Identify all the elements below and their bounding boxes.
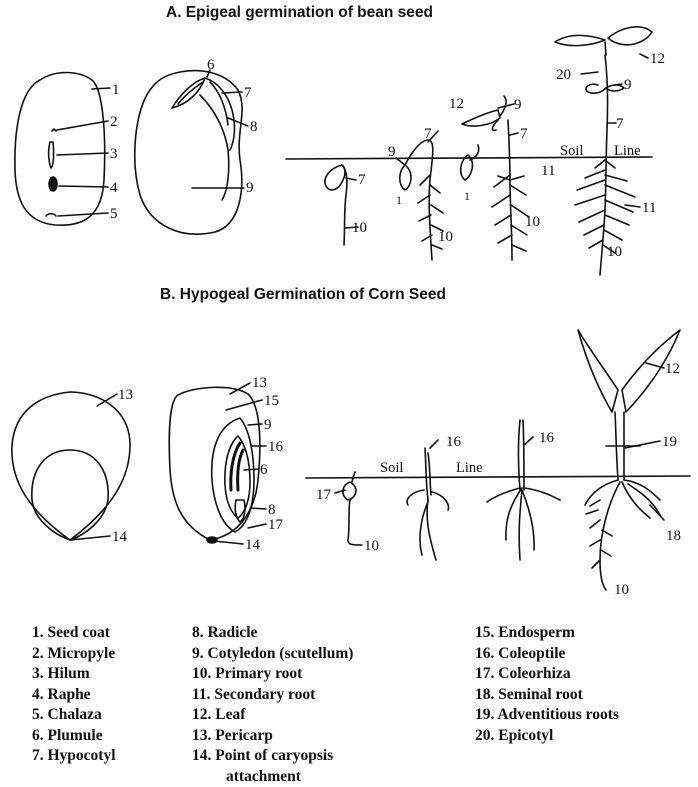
label-13-k1: 13 xyxy=(118,387,133,403)
labels-a: Soil Line 1 2 3 4 5 6 7 8 9 7 10 9 7 1 1… xyxy=(110,51,665,260)
label-16-k2: 16 xyxy=(268,439,284,455)
cotyledon-line xyxy=(200,95,229,200)
label-1-a: 1 xyxy=(112,82,120,98)
label-8-k2: 8 xyxy=(268,502,276,518)
label-16-c3: 16 xyxy=(539,430,555,446)
label-20-s4: 20 xyxy=(556,67,571,83)
label-soil-b: Soil xyxy=(380,460,403,476)
legend-item: 17. Coleorhiza xyxy=(475,664,619,685)
label-9-s4: 9 xyxy=(624,77,632,93)
label-19-c4: 19 xyxy=(662,434,677,450)
soil-line-a xyxy=(286,157,652,159)
corn-seedling-3 xyxy=(519,420,521,490)
germination-diagram: Soil Line 1 2 3 4 5 6 7 8 9 7 10 9 7 1 1… xyxy=(0,0,698,620)
label-line-a: Line xyxy=(614,143,641,159)
legend-item: 20. Epicotyl xyxy=(475,726,619,747)
legend-column-3: 15. Endosperm 16. Coleoptile 17. Coleorh… xyxy=(475,623,619,746)
label-2-a: 2 xyxy=(110,114,118,130)
label-10-s3: 10 xyxy=(525,214,540,230)
label-10-s4: 10 xyxy=(607,244,622,260)
label-10-s1: 10 xyxy=(352,220,367,236)
seedling-2 xyxy=(400,165,411,190)
legend-item: 5. Chalaza xyxy=(32,705,116,726)
legend-item: 14. Point of caryopsis xyxy=(192,746,353,767)
label-3-a: 3 xyxy=(110,146,118,162)
corn-kernel-internal xyxy=(169,387,260,540)
label-12-c4: 12 xyxy=(665,361,680,377)
legend-item: 1. Seed coat xyxy=(32,623,116,644)
legend-column-1: 1. Seed coat 2. Micropyle 3. Hilum 4. Ra… xyxy=(32,623,116,767)
label-4-a: 4 xyxy=(110,180,118,196)
legend-item: 11. Secondary root xyxy=(192,685,353,706)
label-17-k2: 17 xyxy=(268,517,284,533)
legend-item: 6. Plumule xyxy=(32,726,116,747)
label-line-b: Line xyxy=(456,460,483,476)
corn-seedling-4 xyxy=(578,330,618,412)
label-7-s4: 7 xyxy=(616,116,624,132)
label-1-s2: 1 xyxy=(396,193,402,207)
label-12-s3: 12 xyxy=(449,96,464,112)
label-9-s2: 9 xyxy=(388,144,396,160)
label-9-a: 9 xyxy=(246,180,254,196)
label-7-s2: 7 xyxy=(424,126,432,142)
label-11-s4: 11 xyxy=(642,200,656,216)
legend-item: 2. Micropyle xyxy=(32,644,116,665)
legend-item: 3. Hilum xyxy=(32,664,116,685)
soil-line-b xyxy=(306,476,690,478)
label-6-k2: 6 xyxy=(260,462,268,478)
legend-item-continuation: attachment xyxy=(192,767,353,787)
micropyle-mark xyxy=(52,129,56,131)
label-15-k2: 15 xyxy=(264,393,279,409)
legend-item: 15. Endosperm xyxy=(475,623,619,644)
corn-kernel-external xyxy=(12,392,130,540)
seedling-1 xyxy=(325,165,345,190)
label-6-a: 6 xyxy=(207,57,215,73)
corn-seedling-1 xyxy=(343,482,356,500)
labels-b: Soil Line 13 14 13 15 9 16 6 8 17 14 17 … xyxy=(112,361,681,598)
label-8-a: 8 xyxy=(250,119,258,135)
legend-item: 12. Leaf xyxy=(192,705,353,726)
label-18-c4: 18 xyxy=(666,528,681,544)
embryo-axis xyxy=(205,78,234,150)
legend-item: 8. Radicle xyxy=(192,623,353,644)
label-7-a: 7 xyxy=(244,85,252,101)
label-16-c2: 16 xyxy=(446,434,462,450)
bean-seed-external xyxy=(15,73,105,226)
label-1-s3: 1 xyxy=(464,189,470,203)
label-11-s3: 11 xyxy=(541,163,555,179)
legend-item: 18. Seminal root xyxy=(475,685,619,706)
label-7-s1: 7 xyxy=(358,172,366,188)
label-9-s3: 9 xyxy=(514,97,522,113)
label-10-s2: 10 xyxy=(438,229,453,245)
label-soil-a: Soil xyxy=(560,143,583,159)
legend-item: 16. Coleoptile xyxy=(475,644,619,665)
label-10-c4: 10 xyxy=(614,582,629,598)
label-17-c1: 17 xyxy=(316,487,332,503)
legend-item: 9. Cotyledon (scutellum) xyxy=(192,644,353,665)
chalaza-mark xyxy=(46,214,56,216)
raphe-mark xyxy=(49,177,57,191)
label-14-k2: 14 xyxy=(245,537,261,553)
legend-item: 10. Primary root xyxy=(192,664,353,685)
legend-item: 19. Adventitious roots xyxy=(475,705,619,726)
hilum-mark xyxy=(49,142,54,168)
label-10-c1: 10 xyxy=(364,538,379,554)
label-9-k2: 9 xyxy=(264,417,272,433)
legend-item: 13. Pericarp xyxy=(192,726,353,747)
legend-column-2: 8. Radicle 9. Cotyledon (scutellum) 10. … xyxy=(192,623,353,787)
corn-seedling-2 xyxy=(425,448,428,500)
legend-item: 4. Raphe xyxy=(32,685,116,706)
label-7-s3: 7 xyxy=(520,126,528,142)
label-12-s4: 12 xyxy=(650,51,665,67)
label-5-a: 5 xyxy=(110,206,118,222)
legend: 1. Seed coat 2. Micropyle 3. Hilum 4. Ra… xyxy=(0,623,698,783)
label-13-k2: 13 xyxy=(252,375,267,391)
label-14-k1: 14 xyxy=(112,529,128,545)
legend-item: 7. Hypocotyl xyxy=(32,746,116,767)
